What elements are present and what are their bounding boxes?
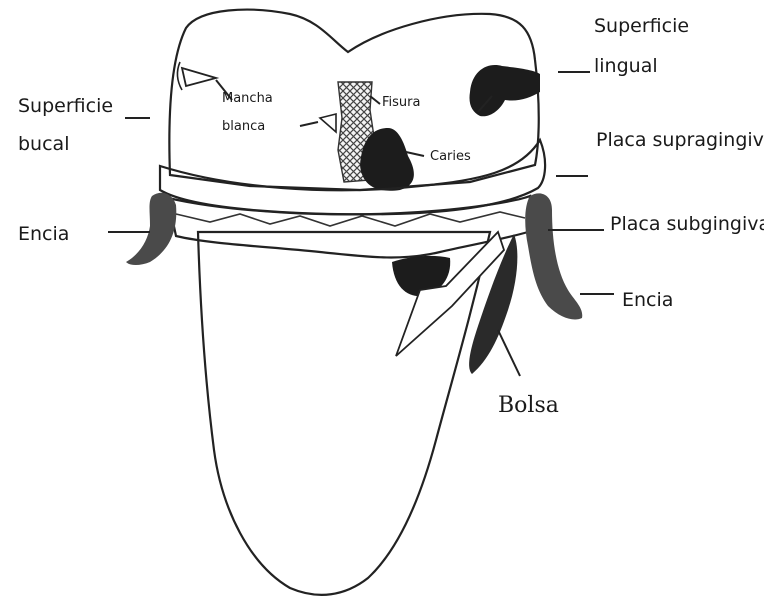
label-mancha-line1: Mancha (222, 91, 273, 106)
white-spot-wedge-lower (320, 114, 336, 132)
label-fisura: Fisura (382, 95, 420, 110)
gum-right (525, 193, 582, 319)
label-placa-supragingival: Placa supragingival (596, 129, 764, 151)
label-encia-left: Encia (18, 223, 69, 245)
label-placa-subgingival: Placa subgingival (610, 213, 764, 235)
gum-left (126, 193, 176, 265)
white-spot-arc (177, 62, 182, 90)
label-mancha-line2: blanca (222, 119, 265, 134)
label-bucal-line1: Superficie (18, 95, 113, 117)
subgingival-plaque-band (168, 196, 530, 257)
label-lingual-line2: lingual (594, 55, 658, 77)
label-encia-right: Encia (622, 289, 673, 311)
label-caries: Caries (430, 149, 471, 164)
label-bolsa: Bolsa (498, 393, 559, 418)
label-bucal-line2: bucal (18, 133, 69, 155)
label-lingual-line1: Superficie (594, 15, 689, 37)
white-spot-wedge-upper (182, 68, 216, 86)
